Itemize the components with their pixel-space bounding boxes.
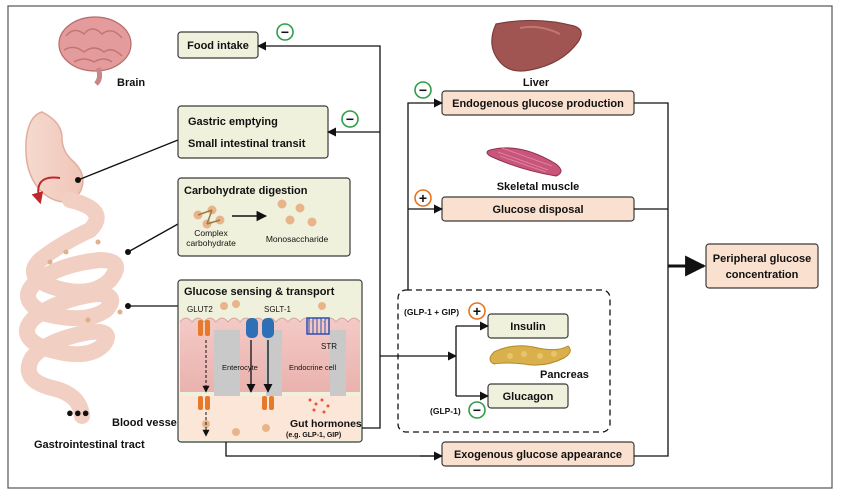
svg-text:−: − xyxy=(281,24,289,40)
insulin-plus-icon: + xyxy=(468,302,486,320)
skeletal-muscle-icon xyxy=(486,147,562,177)
endogenous-label: Endogenous glucose production xyxy=(452,98,624,110)
transporter-icons xyxy=(198,300,330,436)
glut2-label: GLUT2 xyxy=(187,305,213,314)
svg-text:−: − xyxy=(419,82,427,98)
pancreas-label: Pancreas xyxy=(540,369,589,381)
insulin-label: Insulin xyxy=(510,321,546,333)
food-intake-label: Food intake xyxy=(187,40,249,52)
gi-tract-icon xyxy=(19,111,124,424)
carb-digestion-label: Carbohydrate digestion xyxy=(184,185,308,197)
str-label: STR xyxy=(321,342,337,351)
small-intestinal-transit-label: Small intestinal transit xyxy=(188,138,306,150)
monosaccharide-label: Monosaccharide xyxy=(266,234,329,244)
gastric-emptying-label: Gastric emptying xyxy=(188,116,278,128)
food-intake-minus-icon: − xyxy=(276,23,294,41)
disposal-plus-icon: + xyxy=(414,189,432,207)
outer-frame xyxy=(7,5,833,489)
right-bracket xyxy=(634,102,669,457)
sglt1-label: SGLT-1 xyxy=(264,305,292,314)
line-to-exogenous xyxy=(225,442,442,457)
pancreas-region xyxy=(397,289,611,433)
svg-text:+: + xyxy=(473,303,481,319)
peripheral-box xyxy=(705,243,819,289)
endogenous-minus-icon: − xyxy=(414,81,432,99)
endocrine-cell-label: Endocrine cell xyxy=(289,363,336,372)
exogenous-label: Exogenous glucose appearance xyxy=(454,449,622,461)
gastric-emptying-box xyxy=(177,105,329,159)
complex-carb-label-1: Complex xyxy=(194,228,228,238)
gi-tract-label: Gastrointestinal tract xyxy=(34,439,145,451)
svg-text:−: − xyxy=(346,111,354,127)
liver-icon xyxy=(491,19,582,72)
brain-icon xyxy=(58,16,132,86)
pancreas-icon xyxy=(489,345,571,366)
peripheral-label-1: Peripheral glucose xyxy=(713,253,811,265)
peripheral-label-2: concentration xyxy=(726,269,799,281)
glucose-disposal-label: Glucose disposal xyxy=(492,204,583,216)
connector-stomach xyxy=(77,139,179,181)
enterocyte-label: Enterocyte xyxy=(222,363,258,372)
gut-hormones-example: (e.g. GLP-1, GIP) xyxy=(286,432,341,439)
glucagon-label: Glucagon xyxy=(503,391,554,403)
svg-text:+: + xyxy=(419,190,427,206)
brain-label: Brain xyxy=(117,77,145,89)
svg-text:−: − xyxy=(473,402,481,418)
blood-vessel-label: Blood vessel xyxy=(112,417,180,429)
arrow-to-endogenous xyxy=(407,98,443,290)
arrow-to-food-intake xyxy=(257,41,381,429)
liver-label: Liver xyxy=(523,77,550,89)
gut-hormone-dots xyxy=(308,398,330,414)
gastric-minus-icon: − xyxy=(341,110,359,128)
gut-hormones-label: Gut hormones xyxy=(290,418,362,430)
monosaccharide-icon xyxy=(277,199,317,227)
skeletal-muscle-label: Skeletal muscle xyxy=(497,181,580,193)
complex-carb-icon xyxy=(193,205,225,229)
glucagon-minus-icon: − xyxy=(468,401,486,419)
complex-carb-label-2: carbohydrate xyxy=(186,238,236,248)
glucose-sensing-label: Glucose sensing & transport xyxy=(184,286,335,298)
glp1-gip-label: (GLP-1 + GIP) xyxy=(404,307,459,317)
connector-digestion xyxy=(127,223,179,253)
dots-ellipsis: ●●● xyxy=(66,405,90,420)
glp1-label: (GLP-1) xyxy=(430,406,461,416)
